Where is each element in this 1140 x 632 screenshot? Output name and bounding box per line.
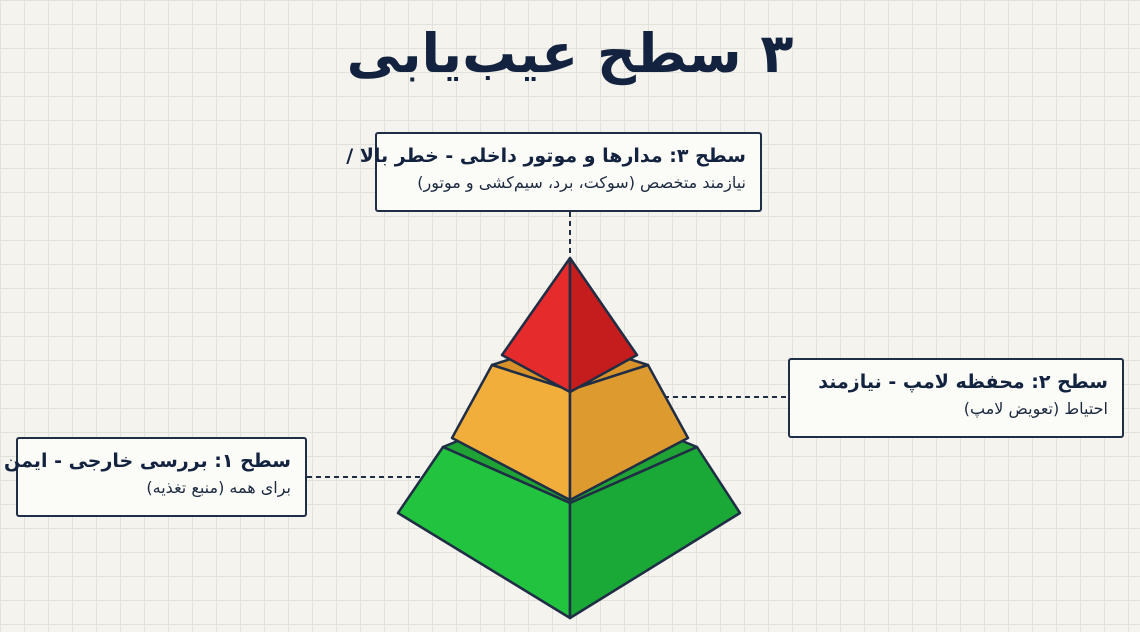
level-1-label-box: سطح ۱: بررسی خارجی - ایمن برای همه (منبع… [3,437,307,517]
level-3-heading: سطح ۳: مدارها و موتور داخلی - خطر بالا / [346,145,746,167]
level-2-label-box: سطح ۲: محفظه لامپ - نیازمند احتیاط (تعوی… [788,358,1124,438]
pyramid-level-3 [500,256,639,394]
level-2-heading: سطح ۲: محفظه لامپ - نیازمند [818,371,1108,393]
diagram-title: ۳ سطح عیب‌یابی [346,22,794,85]
level-1-detail: برای همه (منبع تغذیه) [146,477,291,497]
level-3-detail: نیازمند متخصص (سوکت، برد، سیم‌کشی و موتو… [417,172,746,192]
level-3-label-box: سطح ۳: مدارها و موتور داخلی - خطر بالا /… [346,132,762,212]
level-1-heading: سطح ۱: بررسی خارجی - ایمن [3,450,291,472]
level-2-detail: احتیاط (تعویض لامپ) [963,398,1108,418]
